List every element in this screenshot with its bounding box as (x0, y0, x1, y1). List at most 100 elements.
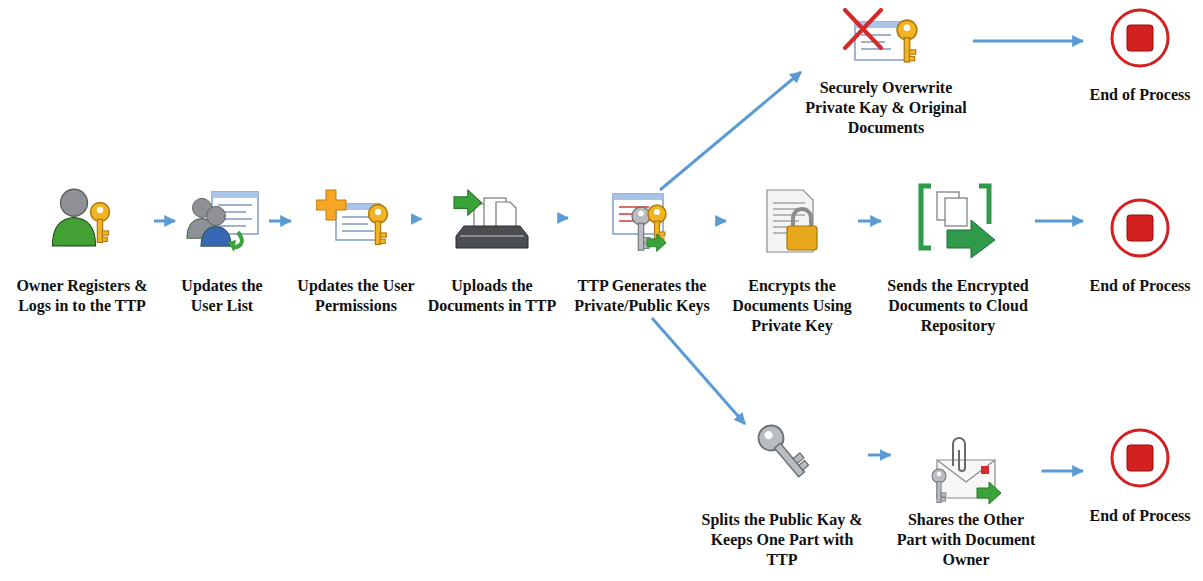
process-step: Securely Overwrite Private Kay & Origina… (801, 8, 971, 138)
icon-part (380, 233, 386, 237)
icon-part (977, 482, 1001, 504)
process-step: Sends the Encrypted Documents to Cloud R… (883, 182, 1033, 336)
step-label: End of Process (1085, 276, 1195, 296)
icon-part (342, 223, 368, 225)
flow-arrow (858, 220, 881, 223)
icon-part (904, 25, 911, 32)
flow-arrow (1035, 220, 1083, 223)
icon-part (375, 209, 381, 215)
icon-part (218, 225, 246, 227)
icon-part (456, 226, 528, 248)
flow-arrow (1042, 470, 1084, 473)
icon-part (52, 189, 95, 246)
step-icon (1108, 7, 1172, 69)
icon-part (932, 469, 946, 483)
step-label: Updates the User List (177, 276, 267, 316)
flow-arrow (716, 220, 726, 223)
step-label: Sends the Encrypted Documents to Cloud R… (883, 276, 1033, 336)
step-label: Shares the Other Part with Document Owne… (893, 510, 1040, 570)
icon-part (775, 443, 805, 477)
icon-part (454, 190, 482, 215)
icon-part (369, 205, 388, 245)
icon-part (763, 429, 774, 440)
flow-arrow (660, 72, 801, 190)
icon-part (1112, 200, 1168, 256)
step-label: Owner Registers & Logs in to the TTP (12, 276, 152, 316)
icon-part (1127, 25, 1153, 51)
flow-arrow (973, 40, 1083, 43)
process-step: Shares the Other Part with Document Owne… (893, 436, 1040, 570)
icon-part (897, 20, 917, 62)
icon-part (613, 194, 663, 200)
icon-part (1112, 10, 1168, 66)
step-icon (316, 188, 396, 250)
icon-part (932, 469, 946, 503)
icon-part (861, 48, 891, 50)
icon-part (654, 209, 660, 215)
process-step: Encrypts the Documents Using Private Key (728, 186, 856, 336)
step-label: End of Process (1085, 506, 1195, 526)
process-step: Updates the User Permissions (293, 188, 419, 316)
icon-part (921, 186, 931, 248)
icon-part (941, 498, 945, 502)
step-label: End of Process (1085, 85, 1195, 105)
icon-part (1112, 430, 1168, 486)
icon-part (753, 424, 811, 482)
process-step: Splits the Public Kay & Keeps One Part w… (698, 424, 866, 570)
icon-part (659, 232, 665, 236)
icon-part (201, 206, 231, 246)
icon-part (1127, 215, 1153, 241)
icon-part (97, 207, 103, 213)
icon-part (369, 205, 388, 224)
step-icon (46, 188, 118, 254)
icon-part (380, 239, 385, 243)
icon-part (342, 230, 374, 232)
icon-part (799, 460, 809, 470)
step-label: Securely Overwrite Private Kay & Origina… (801, 78, 971, 138)
icon-part (61, 189, 88, 216)
icon-part (979, 186, 989, 224)
icon-part (953, 438, 965, 471)
icon-part (897, 20, 917, 40)
icon-part (91, 203, 110, 243)
process-step: End of Process (1085, 197, 1195, 296)
icon-part (793, 209, 811, 226)
step-label: TTP Generates the Private/Public Keys (570, 276, 714, 316)
icon-part (316, 190, 346, 220)
icon-part (102, 237, 107, 241)
process-step: Owner Registers & Logs in to the TTP (12, 188, 152, 316)
icon-part (218, 204, 252, 206)
icon-part (981, 466, 989, 474)
flow-arrow (154, 220, 175, 223)
icon-part (228, 240, 236, 252)
step-icon (841, 8, 931, 74)
flow-arrow (269, 220, 291, 223)
icon-part (977, 482, 1001, 504)
icon-part (937, 482, 941, 503)
icon-part (647, 234, 666, 252)
icon-part (845, 10, 881, 48)
process-step: Updates the User List (177, 188, 267, 316)
flow-arrow (420, 218, 424, 221)
step-icon (1108, 197, 1172, 259)
icon-part (773, 220, 799, 222)
step-icon (1108, 427, 1172, 489)
icon-part (52, 218, 95, 246)
icon-part (454, 190, 482, 215)
flow-arrow (563, 217, 569, 220)
icon-part (909, 56, 915, 60)
icon-part (787, 226, 817, 250)
step-icon (747, 424, 817, 486)
icon-part (201, 226, 231, 246)
icon-part (102, 231, 108, 235)
step-icon (917, 182, 999, 260)
icon-part (91, 203, 110, 222)
process-step: TTP Generates the Private/Public Keys (570, 190, 714, 316)
process-step: Uploads the Documents in TTP (424, 186, 561, 316)
step-label: Uploads the Documents in TTP (424, 276, 561, 316)
icon-part (909, 50, 916, 54)
step-label: Encrypts the Documents Using Private Key (728, 276, 856, 336)
icon-part (638, 210, 644, 216)
icon-part (1127, 445, 1153, 471)
icon-part (947, 220, 995, 258)
